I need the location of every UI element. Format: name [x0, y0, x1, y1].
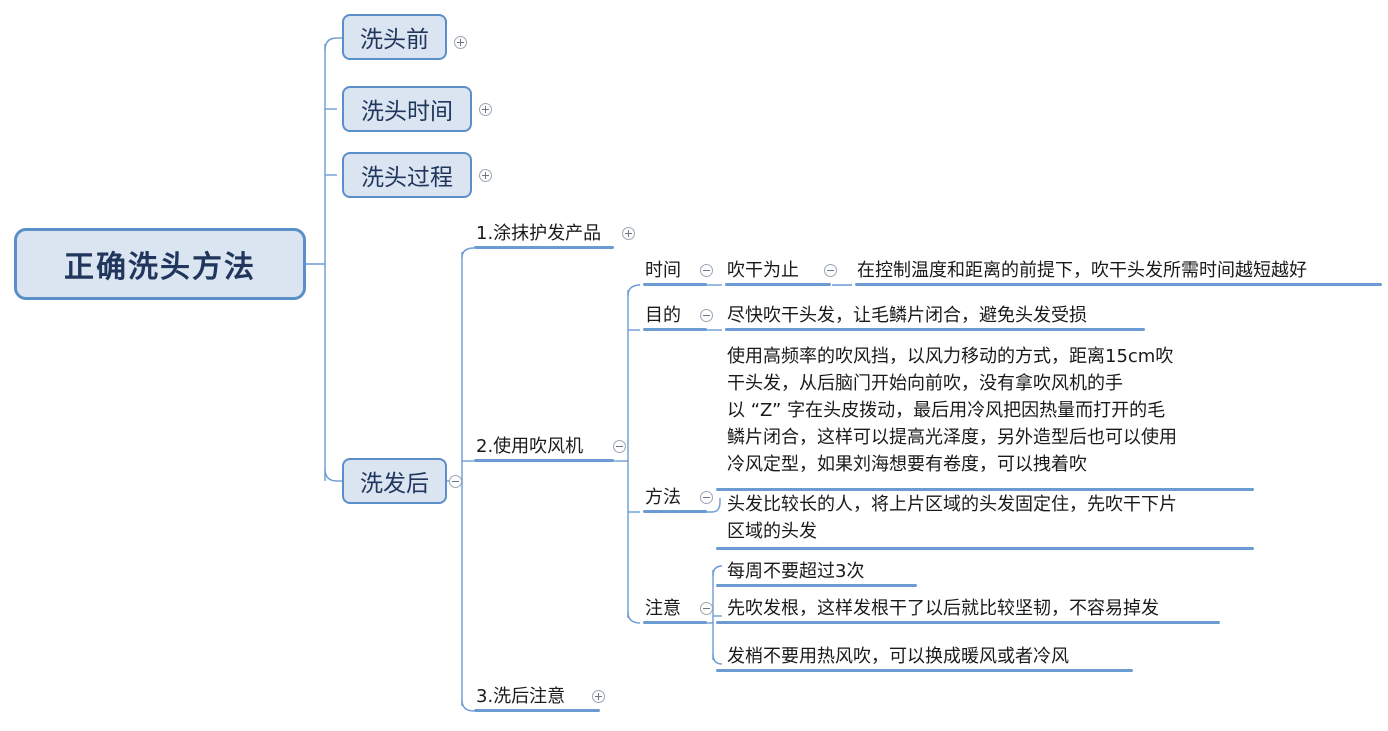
collapse-toggle-mudi[interactable] [700, 309, 713, 322]
expand-toggle-step1[interactable] [622, 227, 635, 240]
node-label-step2[interactable]: 2.使用吹风机 [476, 436, 584, 457]
expand-toggle-washtime[interactable] [479, 103, 492, 116]
node-label-shijian-detail[interactable]: 在控制温度和距离的前提下，吹干头发所需时间越短越好 [857, 260, 1307, 281]
node-label-fangfa-value[interactable]: 头发比较长的人，将上片区域的头发固定住，先吹干下片 区域的头发 [727, 491, 1177, 545]
collapse-toggle-zhuyi[interactable] [700, 602, 713, 615]
node-label-zhuyi[interactable]: 注意 [645, 598, 681, 619]
branch-node-washprocess[interactable]: 洗头过程 [342, 152, 472, 198]
expand-toggle-washprocess[interactable] [479, 169, 492, 182]
root-node-label: 正确洗头方法 [64, 250, 256, 285]
node-underline-step3 [474, 709, 600, 712]
expand-toggle-prewash[interactable] [454, 36, 467, 49]
branch-node-washtime[interactable]: 洗头时间 [342, 86, 472, 132]
root-node[interactable]: 正确洗头方法 [14, 228, 306, 300]
node-label-zhuyi-value-0[interactable]: 每周不要超过3次 [727, 561, 865, 582]
collapse-toggle-shijian-value[interactable] [824, 264, 837, 277]
node-underline-fangfa-value [716, 547, 1254, 550]
node-underline-step1 [474, 246, 614, 249]
node-label-step3[interactable]: 3.洗后注意 [476, 686, 566, 707]
node-label-mudi-value[interactable]: 尽快吹干头发，让毛鳞片闭合，避免头发受损 [727, 305, 1087, 326]
node-underline-fangfa-value-top [716, 488, 1254, 491]
branch-label-prewash: 洗头前 [360, 27, 429, 53]
node-label-zhuyi-value-2[interactable]: 发梢不要用热风吹，可以换成暖风或者冷风 [727, 646, 1069, 667]
node-underline-shijian-detail [855, 283, 1382, 286]
node-label-zhuyi-value-1[interactable]: 先吹发根，这样发根干了以后就比较坚韧，不容易掉发 [727, 598, 1159, 619]
node-underline-shijian [643, 283, 707, 286]
branch-node-aftershampoo[interactable]: 洗发后 [342, 458, 447, 504]
node-label-step1[interactable]: 1.涂抹护发产品 [476, 223, 602, 244]
node-label-method-block[interactable]: 使用高频率的吹风挡，以风力移动的方式，距离15cm吹 干头发，从后脑门开始向前吹… [727, 343, 1177, 478]
fangfa-value-text: 头发比较长的人，将上片区域的头发固定住，先吹干下片 区域的头发 [727, 494, 1177, 542]
node-underline-zhuyi [643, 621, 707, 624]
expand-toggle-step3[interactable] [592, 690, 605, 703]
collapse-toggle-shijian[interactable] [700, 264, 713, 277]
node-underline-zhuyi-value-2 [716, 669, 1133, 672]
collapse-toggle-step2[interactable] [613, 440, 626, 453]
node-underline-fangfa [643, 510, 707, 513]
node-underline-zhuyi-value-1 [716, 621, 1220, 624]
node-underline-mudi-value [725, 328, 1145, 331]
node-underline-zhuyi-value-0 [716, 584, 917, 587]
collapse-toggle-fangfa[interactable] [700, 491, 713, 504]
collapse-toggle-aftershampoo[interactable] [449, 475, 462, 488]
method-block-text: 使用高频率的吹风挡，以风力移动的方式，距离15cm吹 干头发，从后脑门开始向前吹… [727, 346, 1177, 475]
branch-label-washtime: 洗头时间 [361, 99, 453, 125]
node-underline-shijian-value [725, 283, 831, 286]
branch-label-aftershampoo: 洗发后 [360, 471, 429, 497]
node-label-fangfa[interactable]: 方法 [645, 487, 681, 508]
node-label-mudi[interactable]: 目的 [645, 305, 681, 326]
node-underline-mudi [643, 328, 707, 331]
branch-node-prewash[interactable]: 洗头前 [342, 14, 447, 60]
node-label-shijian[interactable]: 时间 [645, 260, 681, 281]
node-label-shijian-value[interactable]: 吹干为止 [727, 260, 799, 281]
node-underline-step2 [474, 459, 614, 462]
branch-label-washprocess: 洗头过程 [361, 165, 453, 191]
